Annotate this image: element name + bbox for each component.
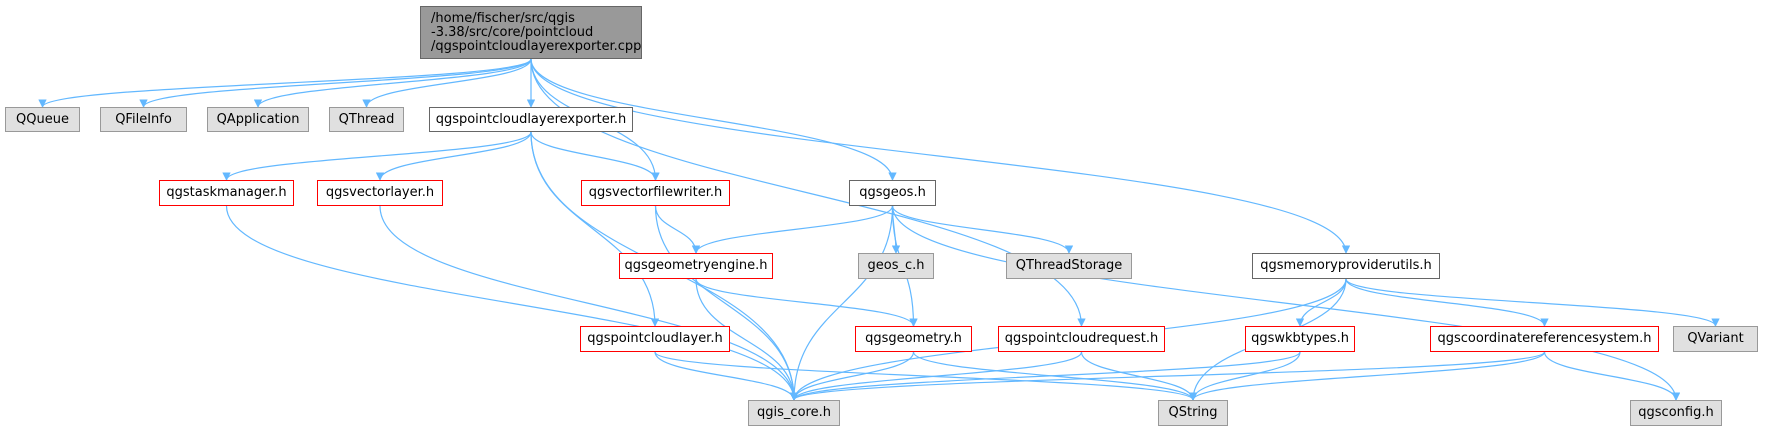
edge-vectorlayer-to-qgis_core — [379, 205, 799, 401]
edge-root-to-qfileinfo — [139, 58, 532, 108]
edge-geos_h-to-geometryengine — [691, 205, 894, 254]
edge-pointcloudrequest-to-qstring — [1080, 351, 1198, 401]
edge-exporter_h-to-pointcloudlayer — [530, 131, 660, 327]
edge-exporter_h-to-vectorlayer — [375, 131, 532, 181]
node-qfileinfo[interactable]: QFileInfo — [100, 107, 187, 132]
node-qgsconfig-h[interactable]: qgsconfig.h — [1630, 400, 1722, 426]
node-qgsgeometryengine-h[interactable]: qgsgeometryengine.h — [619, 253, 773, 279]
edge-root-to-memprovider — [530, 58, 1351, 254]
edge-root-to-qqueue — [38, 58, 532, 108]
root-line-1: /home/fischer/src/qgis — [431, 10, 575, 26]
node-qthreadstorage[interactable]: QThreadStorage — [1006, 253, 1132, 279]
node-qapplication[interactable]: QApplication — [207, 107, 309, 132]
node-qgsmemoryproviderutils-h[interactable]: qgsmemoryproviderutils.h — [1252, 253, 1440, 279]
edge-crs-to-qgsconfig — [1543, 351, 1681, 401]
edge-memprovider-to-crs — [1345, 278, 1549, 327]
node-qgspointcloudrequest-h[interactable]: qgspointcloudrequest.h — [998, 326, 1165, 352]
node-geos-c-h[interactable]: geos_c.h — [858, 253, 934, 279]
node-qvariant[interactable]: QVariant — [1673, 326, 1758, 352]
edge-wkbtypes-to-qgis_core — [789, 351, 1301, 401]
edge-memprovider-to-qvariant — [1345, 278, 1720, 327]
edge-memprovider-to-wkbtypes — [1295, 278, 1347, 327]
edge-vectorfilewriter-to-qgis_core — [654, 205, 799, 401]
node-qgsvectorfilewriter-h[interactable]: qgsvectorfilewriter.h — [581, 180, 730, 206]
node-qgsgeometry-h[interactable]: qgsgeometry.h — [855, 326, 972, 352]
edge-crs-to-qstring — [1188, 351, 1546, 401]
node-qgsgeos-h[interactable]: qgsgeos.h — [849, 180, 936, 206]
edge-geos_h-to-qgsconfig — [891, 205, 1681, 401]
node-qgscoordinatereferencesystem-h[interactable]: qgscoordinatereferencesystem.h — [1430, 326, 1659, 352]
edge-taskmanager-to-qgis_core — [225, 205, 799, 401]
root-line-3: /qgspointcloudlayerexporter.cpp — [431, 38, 642, 54]
edge-exporter_h-to-vectorfilewriter — [530, 131, 660, 181]
edge-pointcloudlayer-to-qgis_core — [654, 351, 799, 401]
node-root-file[interactable]: /home/fischer/src/qgis -3.38/src/core/po… — [420, 6, 642, 59]
edge-root-to-qthread — [362, 58, 532, 108]
root-line-2: -3.38/src/core/pointcloud — [431, 24, 594, 40]
node-qgswkbtypes-h[interactable]: qgswkbtypes.h — [1245, 326, 1355, 352]
edge-root-to-qapplication — [253, 58, 532, 108]
edge-geometryengine-to-qgis_core — [695, 278, 799, 401]
edge-geos_h-to-qthreadstorage — [891, 205, 1074, 254]
edge-pointcloudrequest-to-qgis_core — [789, 351, 1083, 401]
node-qstring[interactable]: QString — [1158, 400, 1228, 426]
edge-crs-to-qgis_core — [790, 351, 1546, 401]
node-qgspointcloudlayerexporter-h[interactable]: qgspointcloudlayerexporter.h — [429, 107, 633, 132]
edge-geometryengine-to-geometry — [695, 278, 918, 327]
node-qgis-core-h[interactable]: qgis_core.h — [748, 400, 840, 426]
edge-geos_h-to-qgis_core — [789, 205, 894, 401]
node-qgsvectorlayer-h[interactable]: qgsvectorlayer.h — [317, 180, 443, 206]
edge-exporter_h-to-taskmanager — [222, 131, 532, 181]
node-qgstaskmanager-h[interactable]: qgstaskmanager.h — [159, 180, 294, 206]
node-qthread[interactable]: QThread — [329, 107, 404, 132]
edge-pointcloudlayer-to-qstring — [654, 351, 1198, 401]
edge-vectorfilewriter-to-geometryengine — [654, 205, 701, 254]
edge-root-to-geos_h — [530, 58, 897, 181]
node-qqueue[interactable]: QQueue — [5, 107, 80, 132]
node-qgspointcloudlayer-h[interactable]: qgspointcloudlayer.h — [580, 326, 730, 352]
